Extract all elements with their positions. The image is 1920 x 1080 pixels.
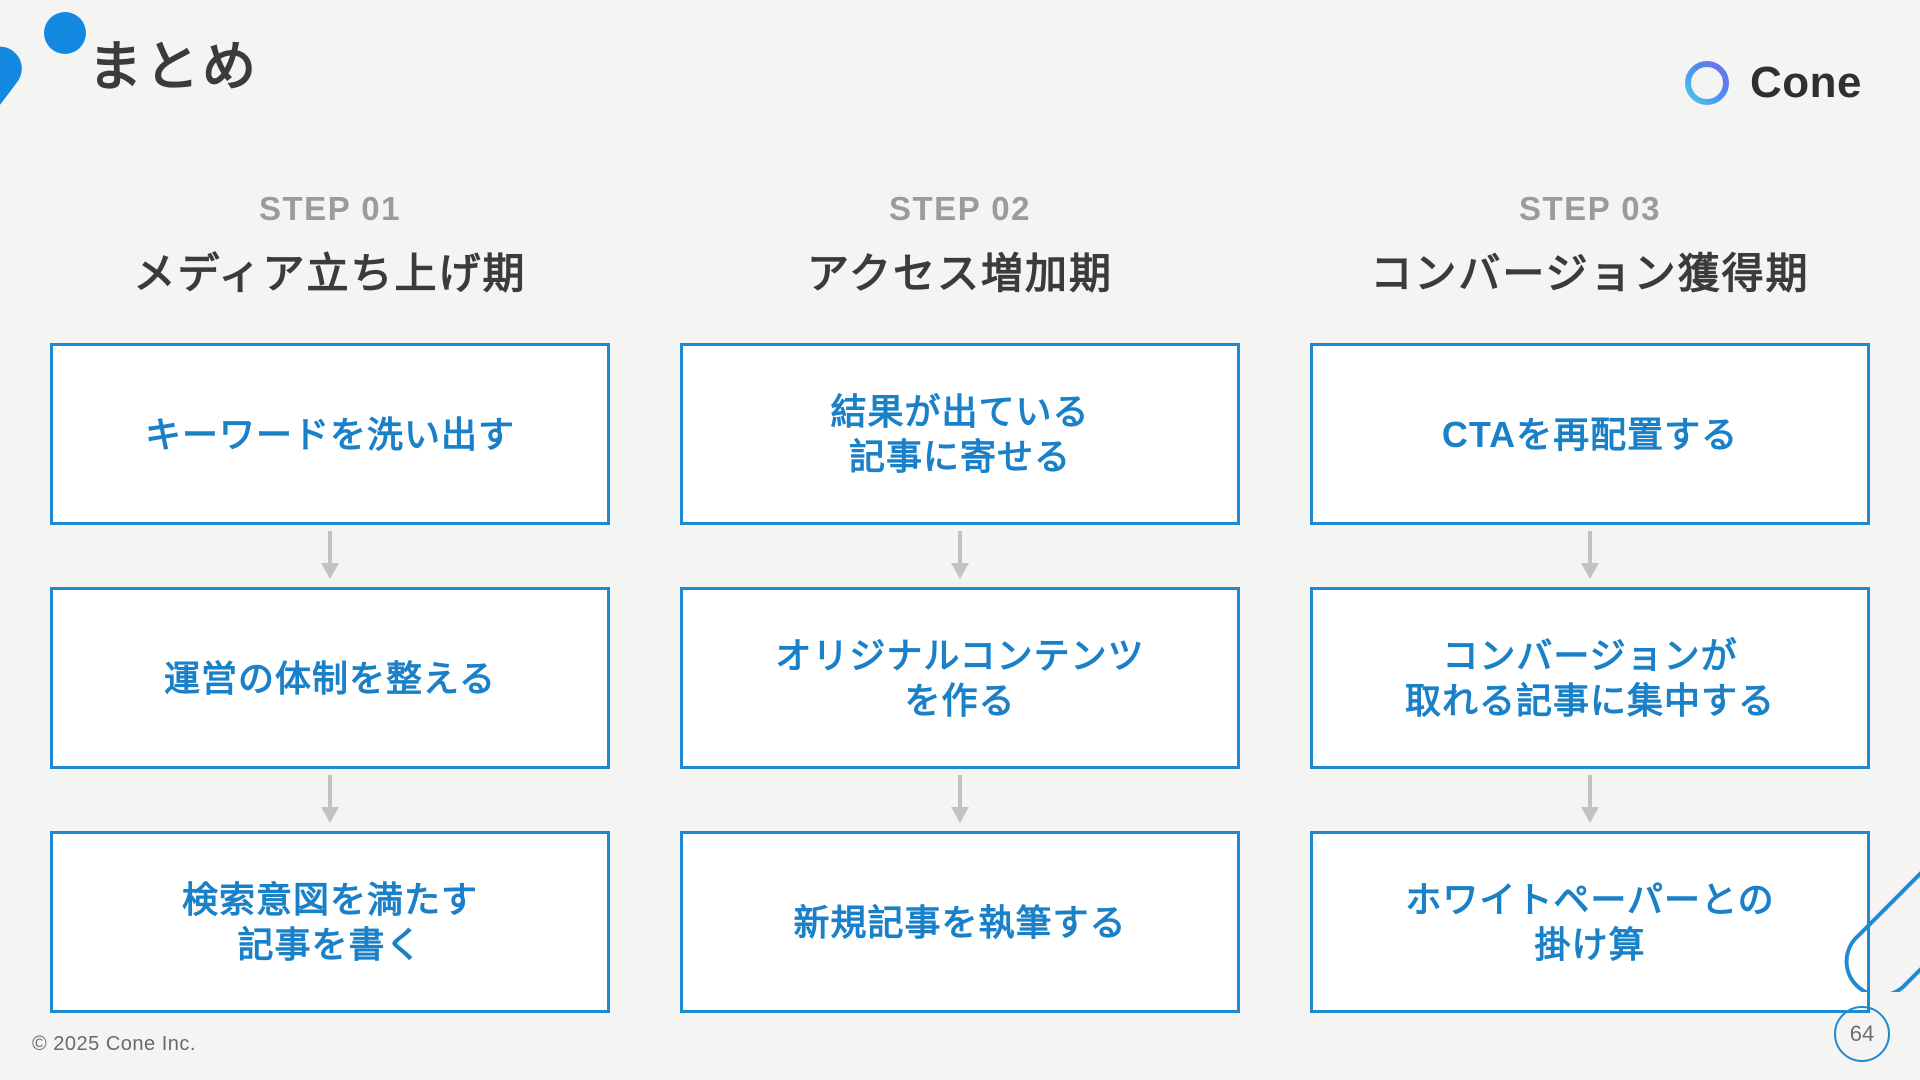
flow-node-label: オリジナルコンテンツ を作る — [775, 635, 1145, 721]
brand-name: Cone — [1750, 58, 1862, 107]
decorative-circle-icon — [44, 12, 86, 54]
arrow-down-icon — [951, 531, 969, 579]
step-title-3: コンバージョン獲得期 — [1370, 250, 1810, 297]
flow-node[interactable]: オリジナルコンテンツ を作る — [680, 587, 1240, 769]
flow-node[interactable]: 新規記事を執筆する — [680, 831, 1240, 1013]
flow-connector — [680, 525, 1240, 587]
step-column-3: STEP 03 コンバージョン獲得期 CTAを再配置する コンバージョンが 取れ… — [1310, 190, 1870, 1013]
step-label-2: STEP 02 — [889, 190, 1031, 227]
flow-column-1: キーワードを洗い出す 運営の体制を整える — [50, 343, 610, 1013]
step-column-2: STEP 02 アクセス増加期 結果が出ている 記事に寄せる オリジナルコンテン… — [680, 190, 1240, 1013]
brand-logo: Cone — [1682, 58, 1862, 108]
flow-connector — [50, 525, 610, 587]
arrow-down-icon — [321, 531, 339, 579]
page-title: まとめ — [88, 37, 259, 97]
flow-node-label: 結果が出ている 記事に寄せる — [830, 391, 1090, 477]
flow-node[interactable]: 運営の体制を整える — [50, 587, 610, 769]
step-title-1: メディア立ち上げ期 — [133, 250, 527, 297]
flow-node-label: コンバージョンが 取れる記事に集中する — [1404, 635, 1775, 721]
flow-node-label: CTAを再配置する — [1441, 413, 1739, 455]
arrow-down-icon — [951, 775, 969, 823]
flow-node[interactable]: 検索意図を満たす 記事を書く — [50, 831, 610, 1013]
flow-node-label: キーワードを洗い出す — [144, 413, 515, 455]
flow-column-2: 結果が出ている 記事に寄せる オリジナルコンテンツ を作る — [680, 343, 1240, 1013]
flow-node[interactable]: ホワイトペーパーとの 掛け算 — [1310, 831, 1870, 1013]
step-label-3: STEP 03 — [1519, 190, 1661, 227]
decorative-teardrop-icon — [1844, 871, 1920, 992]
step-label-1: STEP 01 — [259, 190, 401, 227]
flow-connector — [1310, 525, 1870, 587]
step-title-2: アクセス増加期 — [807, 250, 1113, 297]
flow-node-label: ホワイトペーパーとの 掛け算 — [1405, 879, 1775, 965]
flow-node-label: 検索意図を満たす 記事を書く — [181, 879, 478, 965]
arrow-down-icon — [1581, 531, 1599, 579]
flow-connector — [50, 769, 610, 831]
flow-node-label: 運営の体制を整える — [164, 657, 496, 699]
arrow-down-icon — [1581, 775, 1599, 823]
flow-connector — [680, 769, 1240, 831]
flow-connector — [1310, 769, 1870, 831]
flow-node-label: 新規記事を執筆する — [793, 901, 1127, 943]
decorative-bar-icon — [0, 37, 31, 185]
copyright-text: © 2025 Cone Inc. — [32, 1033, 196, 1055]
flow-node[interactable]: CTAを再配置する — [1310, 343, 1870, 525]
page-number-badge: 64 — [1834, 1006, 1890, 1062]
flow-node[interactable]: コンバージョンが 取れる記事に集中する — [1310, 587, 1870, 769]
step-column-1: STEP 01 メディア立ち上げ期 キーワードを洗い出す 運営の体制を整える — [50, 190, 610, 1013]
arrow-down-icon — [321, 775, 339, 823]
flow-node[interactable]: 結果が出ている 記事に寄せる — [680, 343, 1240, 525]
flow-node[interactable]: キーワードを洗い出す — [50, 343, 610, 525]
steps-container: STEP 01 メディア立ち上げ期 キーワードを洗い出す 運営の体制を整える — [0, 190, 1920, 1013]
cone-ring-logo-icon — [1682, 58, 1732, 108]
flow-column-3: CTAを再配置する コンバージョンが 取れる記事に集中する — [1310, 343, 1870, 1013]
